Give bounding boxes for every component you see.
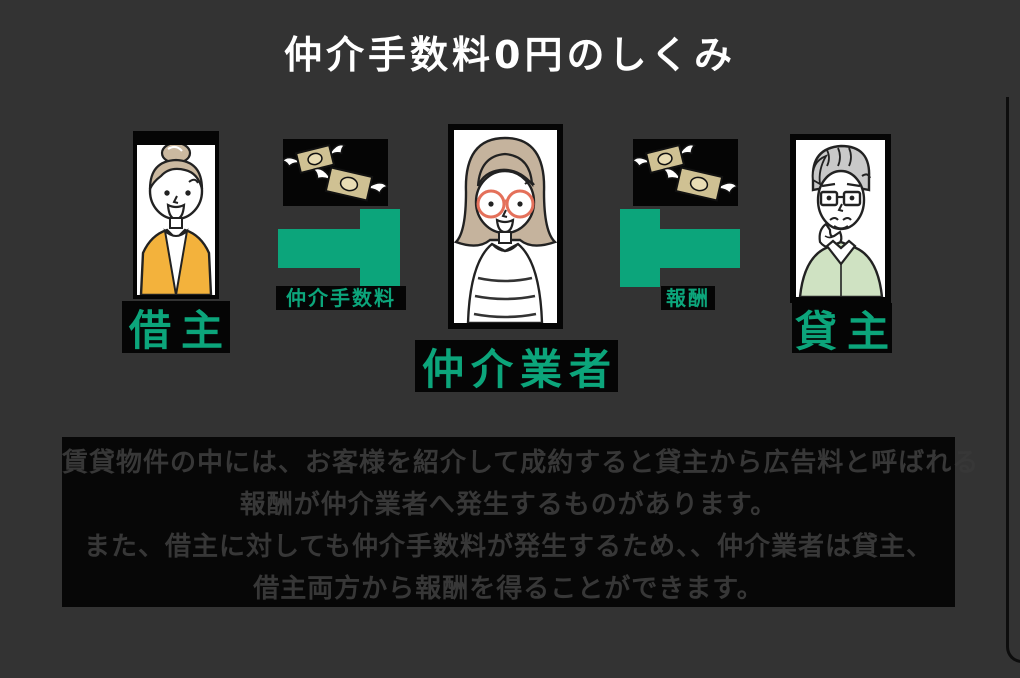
borrower-portrait	[133, 131, 219, 299]
description-line: 借主両方から報酬を得ることができます。	[253, 574, 764, 604]
agent-illustration	[454, 136, 557, 323]
flying-money-icon	[633, 139, 738, 206]
page-title: 仲介手数料0円のしくみ	[284, 33, 736, 77]
fee-arrow-right-icon	[278, 229, 362, 268]
landlord-label: 貸主	[792, 303, 892, 356]
fee-arrow-right-head	[360, 209, 400, 287]
borrower-label: 借主	[122, 301, 230, 355]
fee-flow-label: 仲介手数料	[276, 286, 406, 310]
agent-label: 仲介業者	[415, 340, 618, 394]
reward-flow-label: 報酬	[661, 286, 715, 310]
description-line: 賃貸物件の中には、お客様を紹介して成約すると貸主から広告料と呼ばれる	[62, 448, 980, 478]
description-line: 報酬が仲介業者へ発生するものがあります。	[239, 490, 778, 520]
landlord-illustration	[798, 144, 884, 297]
landlord-portrait	[790, 134, 891, 303]
flying-money-icon	[283, 139, 388, 206]
reward-arrow-left-head	[620, 209, 660, 287]
agent-portrait	[448, 124, 563, 329]
description-box: 賃貸物件の中には、お客様を紹介して成約すると貸主から広告料と呼ばれる 報酬が仲介…	[62, 437, 980, 607]
reward-arrow-left-icon	[660, 229, 740, 268]
borrower-illustration	[139, 145, 213, 295]
card-edge-line	[1006, 97, 1020, 663]
description-line: また、借主に対しても仲介手数料が発生するため、、仲介業者は貸主、	[84, 532, 933, 562]
